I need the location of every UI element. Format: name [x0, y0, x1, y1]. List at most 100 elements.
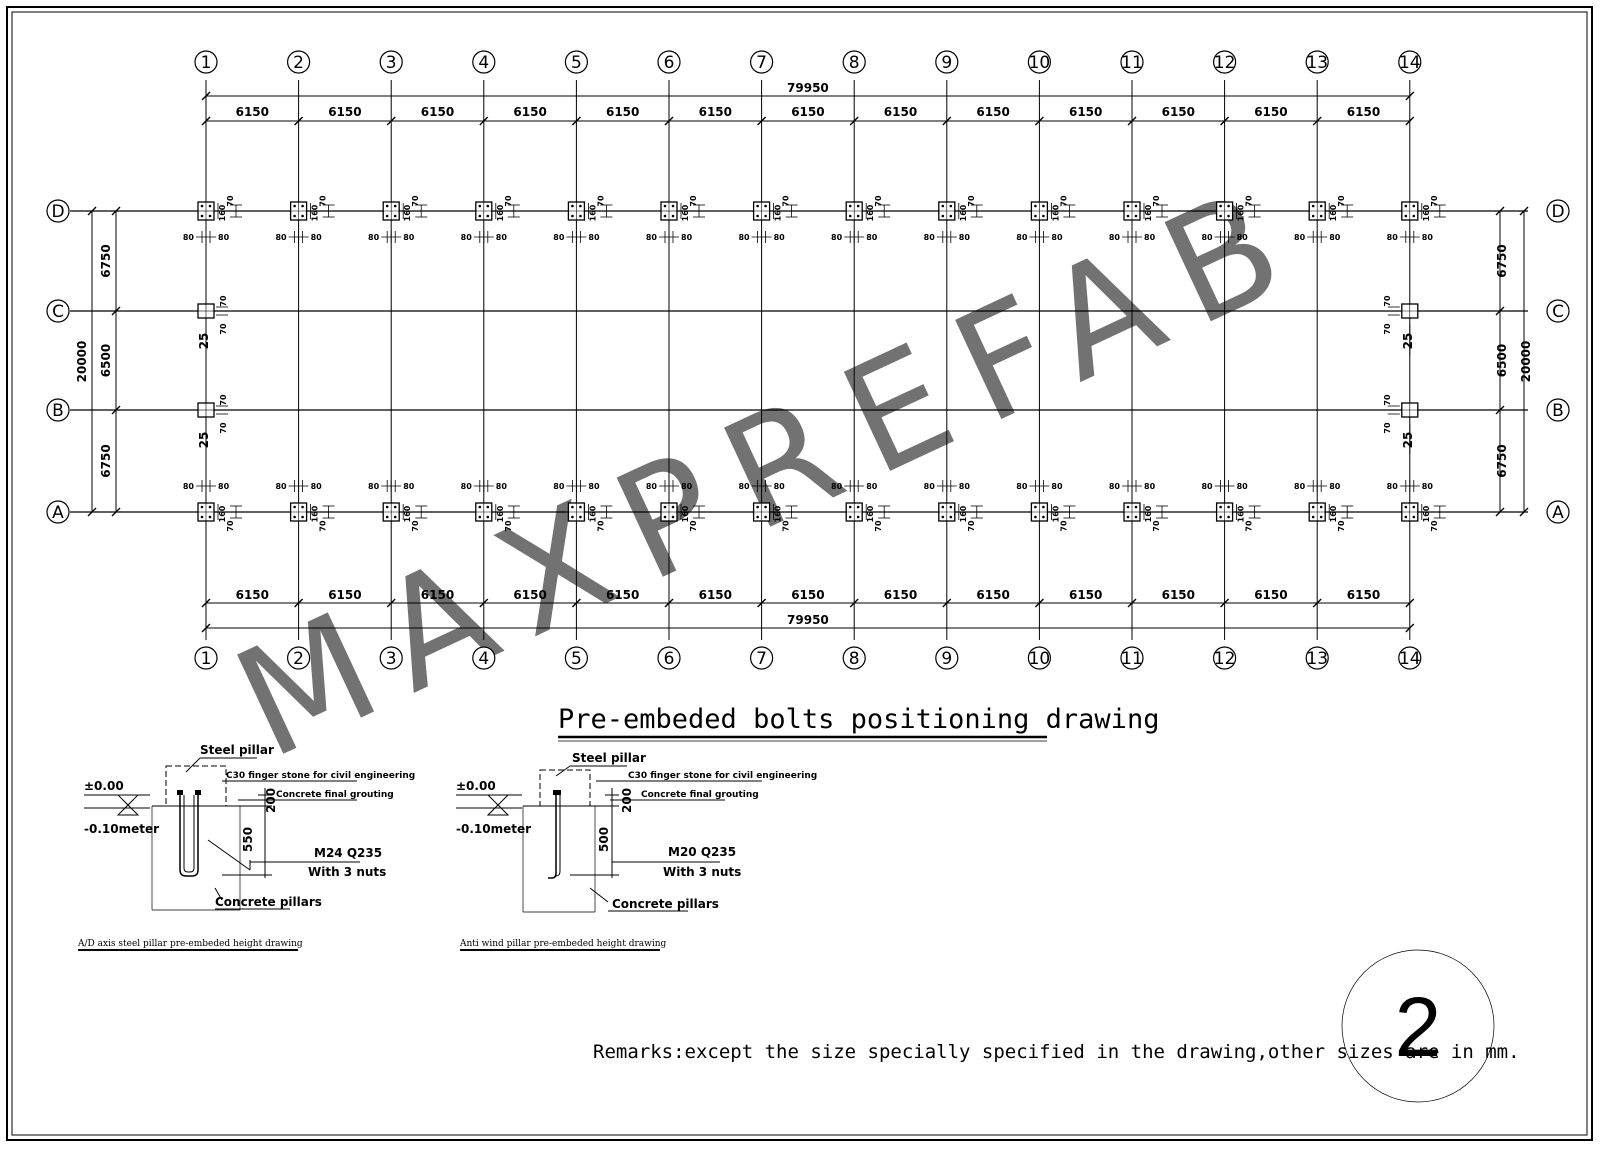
- dim-tick: [1405, 116, 1415, 126]
- dim-row-spacing: 6750: [99, 244, 113, 277]
- dim-bolt-80: 80: [218, 233, 230, 242]
- bolt-hole: [663, 505, 667, 509]
- dim-bay: 6150: [513, 105, 546, 119]
- axis-bubble-C: [46, 299, 70, 323]
- dim-bolt-70: 70: [1383, 295, 1392, 307]
- dim-bolt-80: 80: [183, 482, 195, 491]
- dim-bolt-80: 80: [1329, 482, 1341, 491]
- axis-label-10: 10: [1029, 649, 1051, 669]
- bolt-hole: [385, 204, 389, 208]
- dim-tick: [1127, 116, 1137, 126]
- axis-label-12: 12: [1214, 53, 1236, 73]
- dim-bolt-70: 70: [226, 195, 235, 207]
- dim-bolt-70: 70: [504, 520, 513, 532]
- d2-level-top: ±0.00: [456, 779, 496, 793]
- dim-bay: 6150: [1254, 588, 1287, 602]
- dim-bolt-25: 25: [197, 432, 211, 449]
- bolt-hole: [1412, 505, 1416, 509]
- dim-bolt-160: 160: [866, 204, 875, 221]
- dim-bolt-70: 70: [874, 195, 883, 207]
- dim-tick: [111, 306, 121, 316]
- dim-bolt-160: 160: [866, 505, 875, 522]
- dim-bolt-160: 160: [959, 204, 968, 221]
- dim-tick: [1312, 598, 1322, 608]
- dim-tick: [294, 116, 304, 126]
- dim-bolt-160: 160: [1051, 204, 1060, 221]
- bolt-hole: [764, 515, 767, 519]
- bolt-hole: [1126, 214, 1130, 218]
- dim-bay: 6150: [421, 588, 454, 602]
- dim-bolt-80: 80: [866, 233, 878, 242]
- bolt-hole: [756, 515, 759, 519]
- axis-bubble-1: [194, 646, 218, 670]
- axis-bubble-9: [935, 646, 959, 670]
- inner-border: [11, 11, 1588, 1136]
- axis-label-11: 11: [1121, 649, 1143, 669]
- dim-bolt-70: 70: [1337, 195, 1346, 207]
- d1-c30-label: C30 finger stone for civil engineering: [226, 771, 415, 781]
- axis-bubble-12: [1212, 646, 1237, 670]
- dim-bolt-80: 80: [681, 233, 693, 242]
- dim-row-spacing: 6750: [1495, 244, 1509, 277]
- dim-bolt-70: 70: [1337, 520, 1346, 532]
- dim-bolt-25: 25: [1401, 432, 1415, 449]
- axis-label-3: 3: [386, 649, 397, 669]
- dim-bay: 6150: [328, 105, 361, 119]
- dim-tick: [1220, 598, 1230, 608]
- bolt-hole: [486, 505, 490, 509]
- dim-bolt-80: 80: [1051, 482, 1063, 491]
- dim-bolt-80: 80: [1144, 233, 1156, 242]
- d2-dim-200: 200: [620, 788, 634, 813]
- bolt-hole: [671, 204, 675, 208]
- dim-total-width: 20000: [75, 341, 89, 383]
- bolt-hole: [1311, 204, 1315, 208]
- d1-nuts-label: With 3 nuts: [308, 865, 386, 879]
- dim-tick: [1405, 598, 1415, 608]
- dim-bolt-80: 80: [831, 482, 843, 491]
- axis-label-1: 1: [201, 649, 212, 669]
- bolt-hole: [1319, 204, 1323, 208]
- dim-bolt-70: 70: [1383, 394, 1392, 406]
- axis-bubble-3: [379, 646, 403, 670]
- dim-bolt-80: 80: [959, 482, 971, 491]
- bolt-hole: [1034, 505, 1037, 509]
- axis-bubble-6: [657, 646, 681, 670]
- dim-bolt-80: 80: [275, 233, 287, 242]
- axis-bubble-2: [287, 646, 311, 670]
- dim-row-spacing: 6500: [1495, 344, 1509, 377]
- bolt-hole: [1404, 214, 1408, 218]
- bolt-hole: [856, 505, 860, 509]
- axis-bubble-8: [842, 646, 866, 670]
- bolt-hole: [663, 204, 667, 208]
- bolt-hole: [301, 214, 304, 218]
- dim-bay: 6150: [1347, 588, 1380, 602]
- dim-bolt-70: 70: [219, 394, 228, 406]
- dim-tick: [1495, 206, 1505, 216]
- bolt-hole: [941, 214, 945, 218]
- axis-bubble-2: [287, 50, 311, 74]
- dim-bolt-80: 80: [1387, 482, 1399, 491]
- axis-bubble-12: [1212, 50, 1237, 74]
- bolt-hole: [949, 505, 953, 509]
- d1-steel-pillar-label: Steel pillar: [200, 743, 274, 757]
- dim-bolt-80: 80: [461, 233, 473, 242]
- dim-bolt-80: 80: [866, 482, 878, 491]
- dim-tick: [201, 598, 211, 608]
- bolt-hole: [579, 515, 582, 519]
- dim-bolt-80: 80: [1051, 233, 1063, 242]
- dim-bolt-70: 70: [1152, 195, 1161, 207]
- axis-bubble-13: [1305, 646, 1329, 670]
- bolt-hole: [1034, 204, 1037, 208]
- bolt-hole: [1219, 214, 1222, 218]
- dim-bolt-80: 80: [1237, 482, 1249, 491]
- dim-bolt-80: 80: [681, 482, 693, 491]
- dim-tick: [1405, 91, 1415, 101]
- bolt-hole: [478, 515, 482, 519]
- dim-bolt-70: 70: [1059, 195, 1068, 207]
- d1-dim-200: 200: [264, 788, 278, 813]
- axis-bubble-8: [842, 50, 866, 74]
- axis-bubble-B: [46, 398, 70, 422]
- bolt-hole: [1319, 515, 1323, 519]
- dim-bolt-80: 80: [461, 482, 473, 491]
- bolt-hole: [663, 515, 667, 519]
